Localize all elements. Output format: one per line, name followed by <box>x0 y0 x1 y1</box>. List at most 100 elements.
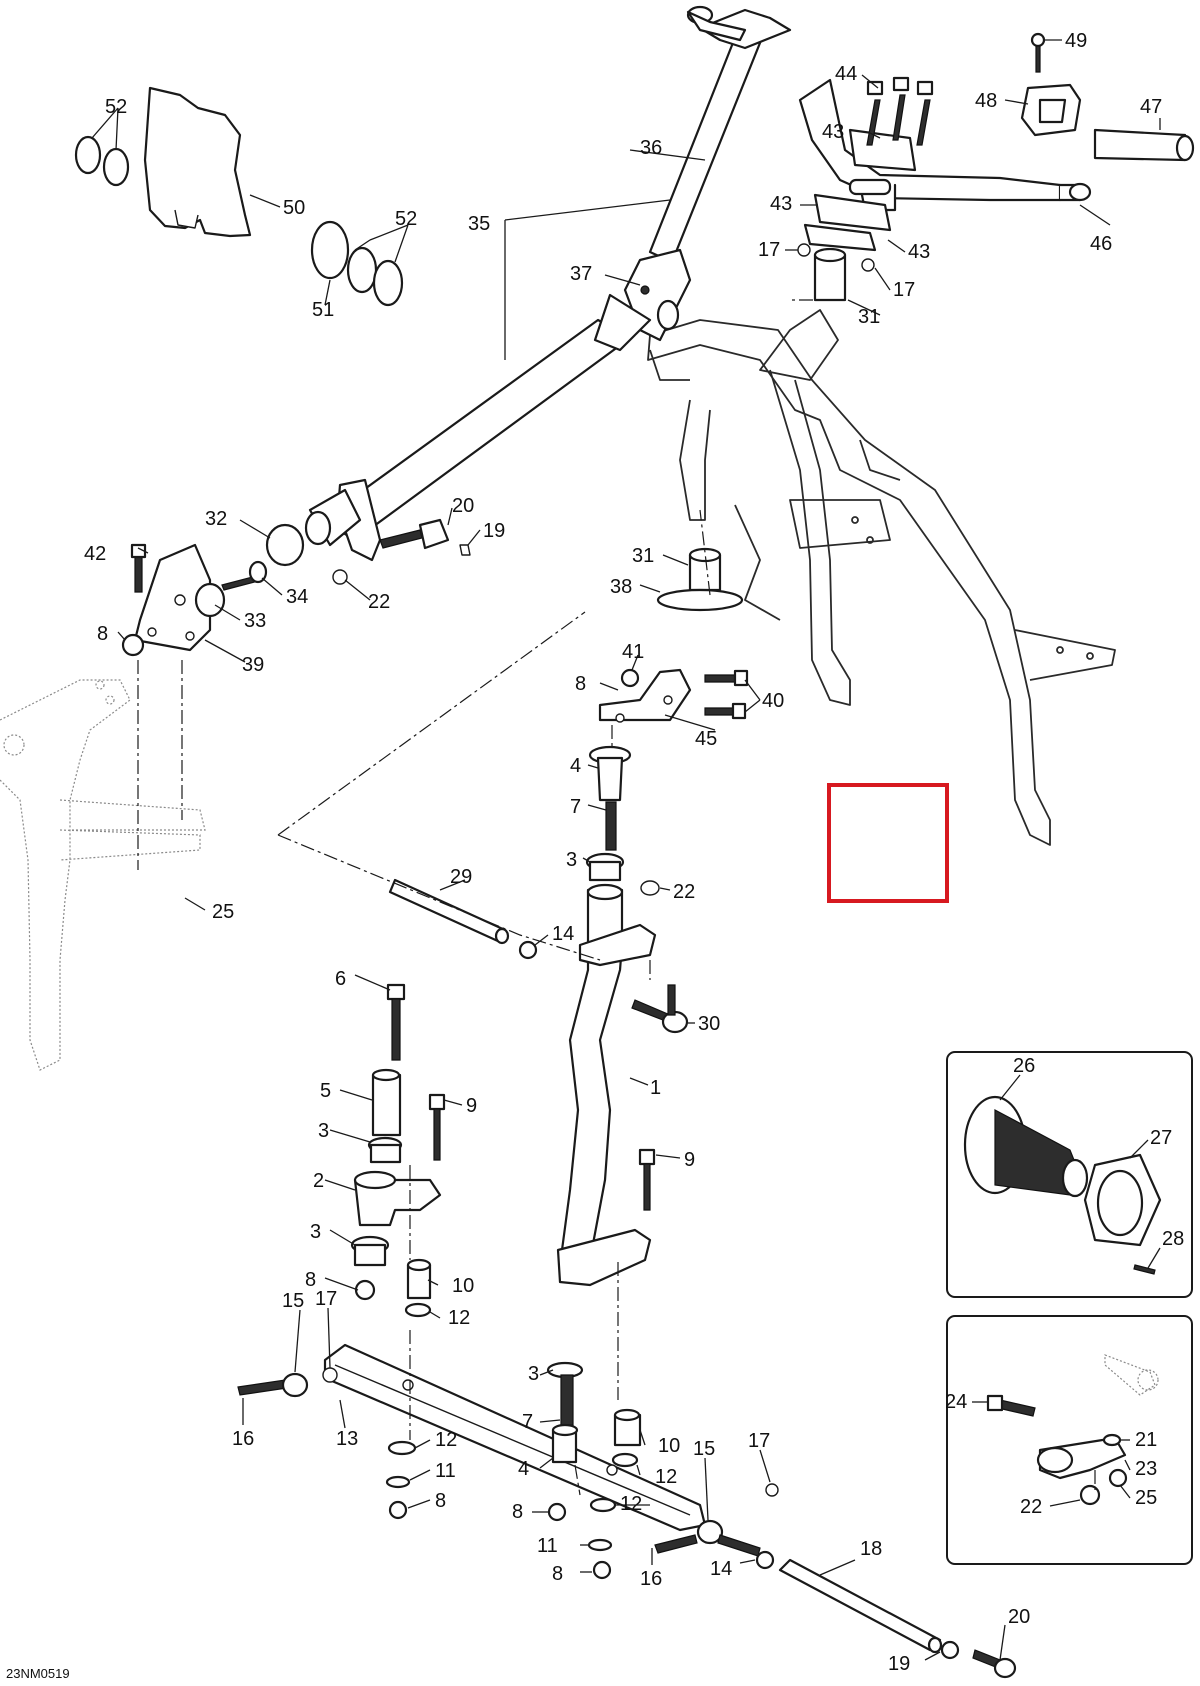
o-ring-set-lower <box>310 220 404 307</box>
idler-arm-2 <box>353 1170 442 1227</box>
flange-27 <box>1083 1153 1162 1247</box>
boot-26 <box>963 1095 1089 1198</box>
flange-bushing-4 <box>588 745 632 802</box>
callout-38: 38 <box>610 576 632 598</box>
column-bushing-lower <box>656 547 744 612</box>
skid-plate <box>143 86 252 238</box>
callout-19-lower: 19 <box>888 1653 910 1675</box>
callout-43-right: 43 <box>908 241 930 263</box>
bushing-10-12-left <box>404 1258 432 1318</box>
bushing-32 <box>265 523 305 567</box>
callout-17-left: 17 <box>758 239 780 261</box>
column-bushing-upper <box>797 243 875 302</box>
pitman-arm-23 <box>986 1394 1128 1506</box>
callout-8-mid: 8 <box>512 1501 523 1523</box>
handlebar-end-housing <box>1020 32 1082 137</box>
bushing-3-lower <box>350 1235 390 1301</box>
callout-4-upper: 4 <box>570 755 581 777</box>
tie-rod-end-15-right <box>654 1483 779 1570</box>
callout-16-left: 16 <box>232 1428 254 1450</box>
leader-lines <box>91 39 1161 1661</box>
callout-19-upper: 19 <box>483 520 505 542</box>
spline-7 <box>605 801 617 851</box>
assembly-axes <box>137 299 1096 1496</box>
callout-18: 18 <box>860 1538 882 1560</box>
callout-52-upper: 52 <box>105 96 127 118</box>
callout-11-right: 11 <box>537 1535 558 1557</box>
callout-37: 37 <box>570 263 592 285</box>
callout-41: 41 <box>622 641 644 663</box>
callout-28: 28 <box>1162 1228 1184 1250</box>
callout-22-mid: 22 <box>673 881 695 903</box>
callout-27: 27 <box>1150 1127 1172 1149</box>
callout-20-lower: 20 <box>1008 1606 1030 1628</box>
steering-shaft-main <box>556 883 657 1287</box>
callout-44: 44 <box>835 63 857 85</box>
upper-steering-shaft <box>648 5 792 264</box>
callout-9-left: 9 <box>466 1095 477 1117</box>
callout-10-right: 10 <box>658 1435 680 1457</box>
callout-16-right: 16 <box>640 1568 662 1590</box>
callout-43-top: 43 <box>822 121 844 143</box>
callout-31-bottom: 31 <box>632 545 654 567</box>
tie-rod-end-30 <box>631 984 689 1034</box>
callout-25-inset: 25 <box>1135 1487 1157 1509</box>
pitman-bracket <box>598 668 749 723</box>
callout-10-left: 10 <box>452 1275 474 1297</box>
spacer-5 <box>371 1068 402 1137</box>
callout-11-left: 11 <box>435 1460 456 1482</box>
callout-12-right-lower: 12 <box>620 1493 642 1515</box>
bolt-9-right <box>638 1148 656 1211</box>
tie-rod-18 <box>778 1558 1017 1679</box>
callout-36: 36 <box>640 137 662 159</box>
callout-3-upper: 3 <box>566 849 577 871</box>
screw-28 <box>1133 1264 1156 1275</box>
callout-22-inset: 22 <box>1020 1496 1042 1518</box>
callout-12-left: 12 <box>448 1307 470 1329</box>
callout-labels: 52 50 51 52 36 35 37 44 49 48 47 43 43 4… <box>84 30 1184 1675</box>
callout-23: 23 <box>1135 1458 1157 1480</box>
callout-47: 47 <box>1140 96 1162 118</box>
callout-39: 39 <box>242 654 264 676</box>
callout-6: 6 <box>335 968 346 990</box>
hand-grip <box>1093 128 1195 162</box>
steering-column-tube <box>304 293 652 562</box>
figure-id: 23NM0519 <box>6 1666 70 1681</box>
callout-15-left: 15 <box>282 1290 304 1312</box>
callout-2: 2 <box>313 1170 324 1192</box>
callout-50: 50 <box>283 197 305 219</box>
vehicle-frame <box>647 309 1116 846</box>
o-ring-set-upper <box>74 135 130 187</box>
bushing-33-34 <box>130 543 268 618</box>
callout-8-left: 8 <box>305 1269 316 1291</box>
callout-8-pitman: 8 <box>575 673 586 695</box>
callout-5: 5 <box>320 1080 331 1102</box>
bolt-6 <box>386 983 406 1061</box>
left-frame-ghost <box>0 679 206 1071</box>
callout-8-left-bottom: 8 <box>435 1490 446 1512</box>
callout-35: 35 <box>468 213 490 235</box>
callout-29: 29 <box>450 866 472 888</box>
callout-46: 46 <box>1090 233 1112 255</box>
callout-26: 26 <box>1013 1055 1035 1077</box>
callout-49: 49 <box>1065 30 1087 52</box>
bushing-3-left <box>367 1136 403 1164</box>
inset-arm-panel <box>946 1315 1193 1565</box>
callout-3-left: 3 <box>318 1120 329 1142</box>
callout-17-left-lower: 17 <box>315 1288 337 1310</box>
callout-51: 51 <box>312 299 334 321</box>
callout-45: 45 <box>695 728 717 750</box>
callout-21: 21 <box>1135 1429 1157 1451</box>
callout-32: 32 <box>205 508 227 530</box>
callout-14-upper: 14 <box>552 923 574 945</box>
callout-14-lower: 14 <box>710 1558 732 1580</box>
callout-17-right-lower: 17 <box>748 1430 770 1452</box>
ghost-tie-rod-inset <box>1104 1354 1159 1396</box>
callout-24: 24 <box>945 1391 967 1413</box>
pivot-bracket-left <box>121 543 212 657</box>
callout-8-right-bottom: 8 <box>552 1563 563 1585</box>
callout-1: 1 <box>650 1077 661 1099</box>
callout-43-mid: 43 <box>770 193 792 215</box>
callout-31-top: 31 <box>858 306 880 328</box>
